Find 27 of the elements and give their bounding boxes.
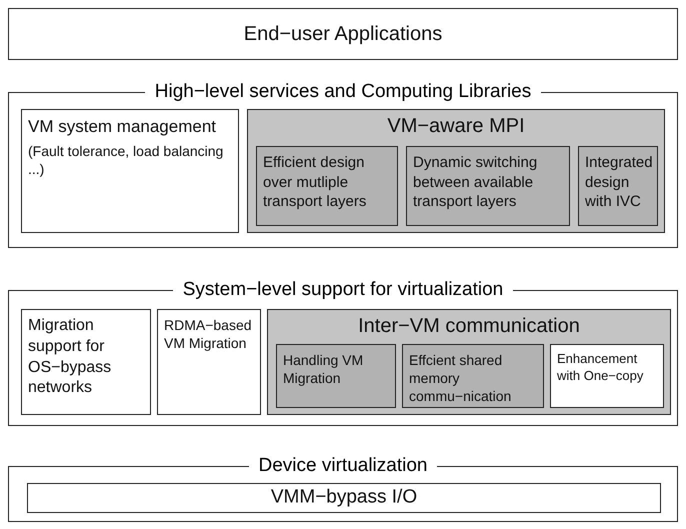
box-title: Efficient design over mutliple transport layers	[263, 153, 368, 212]
feature-box	[402, 344, 544, 408]
box-title: End−user Applications	[242, 22, 444, 47]
box-title: Enhancement with One−copy	[557, 351, 644, 385]
box-title: VM system management	[28, 116, 218, 138]
layer-box	[27, 483, 661, 513]
layer-box	[8, 8, 678, 60]
box-title: Migration support for OS−bypass networks	[28, 316, 112, 398]
box-title: Effcient shared memory commu−nication	[409, 351, 512, 406]
box-title: RDMA−based VM Migration	[164, 316, 253, 352]
component-panel	[247, 109, 665, 233]
box-title: Dynamic switching between available transport layers	[413, 153, 538, 212]
feature-box	[406, 146, 570, 226]
box-title: Integrated design with IVC	[585, 153, 651, 212]
feature-box	[550, 344, 664, 408]
box-title: Handling VM Migration	[283, 351, 364, 388]
component-box	[21, 109, 239, 233]
component-box	[157, 309, 261, 415]
box-title: Inter−VM communication	[357, 314, 581, 339]
feature-box	[276, 344, 396, 408]
box-title: VMM−bypass I/O	[270, 486, 418, 510]
box-title: VM−aware MPI	[386, 114, 526, 139]
box-note: (Fault tolerance, load balancing ...)	[28, 142, 224, 178]
component-panel	[267, 309, 671, 415]
component-box	[21, 309, 151, 415]
feature-box	[256, 146, 398, 226]
feature-box	[578, 146, 658, 226]
